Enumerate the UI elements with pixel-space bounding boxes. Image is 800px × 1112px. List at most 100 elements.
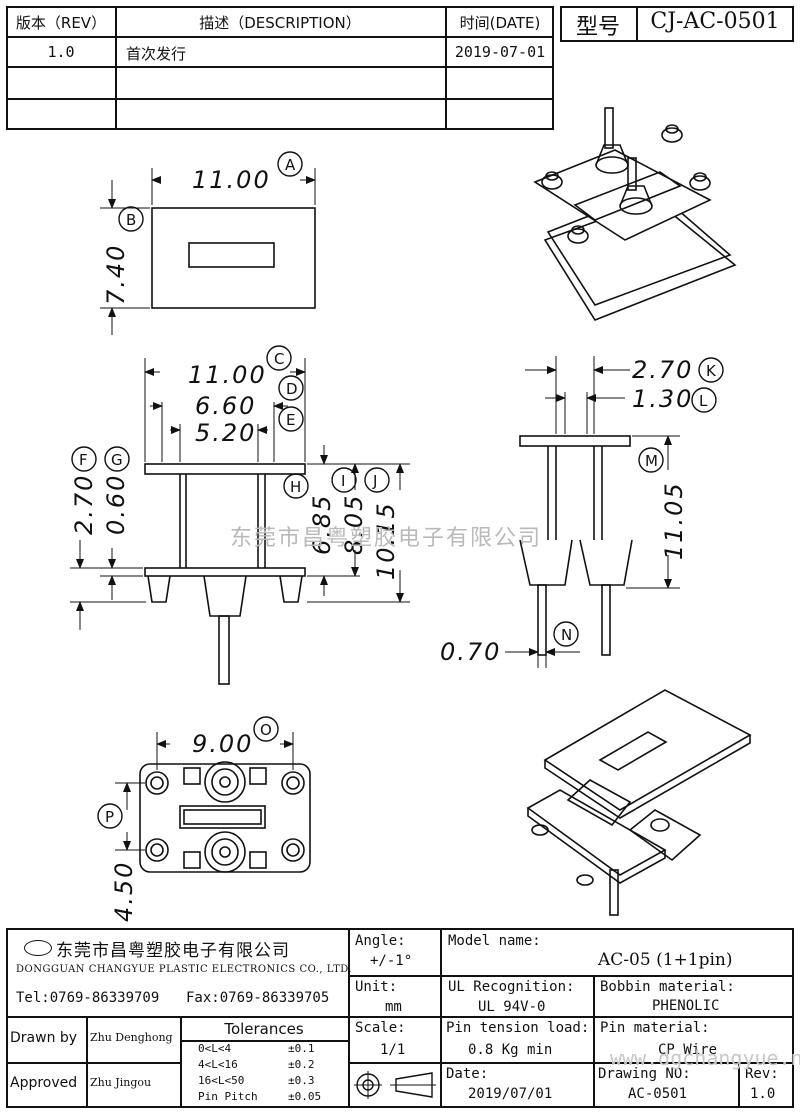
pin-material-value: CP Wire — [658, 1042, 718, 1058]
dim-F: 2.70 — [70, 474, 98, 535]
dim-A: 11.00 — [192, 166, 271, 194]
bubble-J: J — [364, 467, 390, 493]
description-header: 描述（DESCRIPTION） — [199, 14, 361, 32]
tolerances-label: Tolerances — [224, 1020, 304, 1038]
ul-value: UL 94V-0 — [478, 999, 546, 1015]
dim-J: 10.15 — [372, 501, 400, 580]
technical-drawing: 11.00 A 7.40 B — [70, 107, 752, 922]
bubble-C: C — [266, 345, 292, 371]
svg-text:A: A — [285, 156, 296, 174]
dim-P: 4.50 — [110, 861, 138, 922]
bubble-F: F — [71, 446, 97, 472]
bottom-view — [115, 732, 311, 873]
svg-text:M: M — [645, 452, 658, 470]
svg-text:H: H — [290, 478, 301, 496]
company-tel: Tel:0769-86339709 — [16, 990, 160, 1006]
tol-range-2: 4<L<16 — [198, 1058, 238, 1071]
tol-value-2: ±0.2 — [288, 1058, 315, 1071]
bubble-K: K — [698, 357, 724, 383]
pin-material-label: Pin material: — [600, 1020, 710, 1036]
svg-text:C: C — [274, 350, 284, 368]
title-block — [6, 928, 794, 1108]
approved-value: Zhu Jingou — [90, 1076, 152, 1089]
dim-B: 7.40 — [102, 244, 130, 305]
dim-N: 0.70 — [440, 638, 501, 666]
scale-label: Scale: — [355, 1020, 406, 1036]
svg-text:L: L — [699, 392, 708, 410]
svg-text:B: B — [126, 211, 136, 229]
description-value: 首次发行 — [126, 45, 187, 63]
bubble-M: M — [638, 447, 664, 473]
tol-value-3: ±0.3 — [288, 1074, 315, 1087]
dim-L: 1.30 — [632, 385, 693, 413]
tol-range-1: 0<L<4 — [198, 1042, 232, 1055]
model-box — [560, 6, 794, 42]
model-label: 型号 — [575, 15, 620, 40]
side-view — [505, 356, 680, 668]
bubble-G: G — [104, 446, 130, 472]
corner-watermark: www.dgchangyue.net — [610, 1046, 800, 1070]
model-name-value: AC-05 (1+1pin) — [598, 950, 733, 970]
front-view — [70, 358, 410, 685]
dim-E: 5.20 — [195, 419, 256, 447]
svg-text:E: E — [286, 411, 295, 429]
company-name-en: DONGGUAN CHANGYUE PLASTIC ELECTRONICS CO… — [16, 964, 353, 975]
angle-value: +/-1° — [370, 953, 413, 969]
bobbin-label: Bobbin material: — [600, 979, 735, 995]
rev-value: 1.0 — [47, 43, 75, 61]
dim-K: 2.70 — [632, 356, 693, 384]
tol-value-1: ±0.1 — [288, 1042, 315, 1055]
svg-text:P: P — [105, 808, 114, 826]
bubble-A: A — [277, 151, 303, 177]
bubble-D: D — [278, 375, 304, 401]
bubble-N: N — [553, 621, 579, 647]
rev-value-block: 1.0 — [750, 1086, 776, 1102]
bubble-O: O — [253, 716, 279, 742]
drawing-no-value: AC-0501 — [628, 1086, 688, 1102]
date-value: 2019-07-01 — [454, 43, 546, 61]
isometric-view-top — [533, 107, 737, 321]
isometric-view-bottom — [526, 689, 752, 916]
bubble-E: E — [278, 406, 304, 432]
svg-text:D: D — [286, 380, 298, 398]
watermark: 东莞市昌粤塑胶电子有限公司 — [230, 526, 543, 551]
model-number: CJ-AC-0501 — [650, 9, 780, 34]
svg-text:K: K — [706, 362, 717, 380]
rev-label: Rev: — [745, 1066, 779, 1082]
scale-value: 1/1 — [380, 1042, 406, 1058]
drawing-no-label: Drawing NO: — [598, 1066, 691, 1082]
svg-text:J: J — [372, 472, 377, 490]
ul-label: UL Recognition: — [448, 979, 575, 995]
dim-G: 0.60 — [102, 474, 130, 535]
date-header: 时间(DATE) — [459, 14, 541, 32]
bobbin-value: PHENOLIC — [652, 998, 720, 1014]
dim-C: 11.00 — [188, 361, 267, 389]
dim-H: 6.85 — [308, 494, 336, 555]
svg-text:O: O — [260, 721, 272, 739]
pin-tension-label: Pin tension load: — [446, 1020, 590, 1036]
rev-header: 版本（REV） — [15, 14, 107, 32]
unit-label: Unit: — [355, 979, 398, 995]
dim-D: 6.60 — [195, 392, 256, 420]
tol-value-4: ±0.05 — [288, 1090, 322, 1103]
bubble-H: H — [283, 473, 309, 499]
drawn-by-value: Zhu Denghong — [90, 1031, 173, 1044]
svg-text:N: N — [561, 626, 572, 644]
bubble-L: L — [691, 387, 717, 413]
date-label: Date: — [446, 1066, 489, 1082]
company-name-cn: 东莞市昌粤塑胶电子有限公司 — [56, 941, 290, 961]
model-name-label: Model name: — [448, 933, 541, 949]
unit-value: mm — [385, 999, 402, 1015]
revision-table — [6, 6, 554, 130]
svg-text:F: F — [79, 451, 88, 469]
bubble-I: I — [331, 467, 357, 493]
pin-tension-value: 0.8 Kg min — [468, 1042, 553, 1058]
approved-label: Approved — [10, 1075, 78, 1091]
angle-label: Angle: — [355, 933, 406, 949]
svg-text:G: G — [111, 451, 123, 469]
top-view — [100, 168, 316, 335]
tol-range-4: Pin Pitch — [198, 1090, 258, 1103]
tol-range-3: 16<L<50 — [198, 1074, 245, 1087]
bubble-B: B — [118, 206, 144, 232]
